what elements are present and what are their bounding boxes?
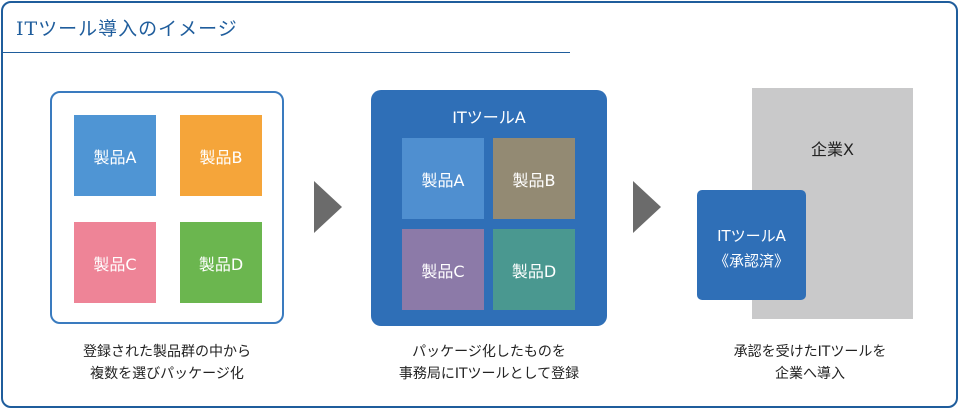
arrow-right-icon	[314, 181, 342, 233]
step3-caption-line2: 企業へ導入	[775, 366, 845, 382]
product-tile-a: 製品A	[74, 115, 156, 196]
step1-caption-line1: 登録された製品群の中から	[83, 344, 251, 360]
step2-caption-line1: パッケージ化したものを	[412, 344, 566, 360]
it-tool-package-panel: ITツールA 製品A 製品B 製品C 製品D	[371, 90, 607, 326]
approved-status: 《承認済》	[713, 252, 789, 270]
step3-caption-line1: 承認を受けたITツールを	[733, 344, 887, 360]
product-group-panel: 製品A 製品B 製品C 製品D	[50, 91, 284, 324]
step3-caption: 承認を受けたITツールを 企業へ導入	[690, 341, 930, 385]
approved-tool-badge: ITツールA 《承認済》	[697, 190, 806, 300]
page-title: ITツール導入のイメージ	[16, 18, 238, 40]
approved-tool-name: ITツールA	[717, 227, 786, 245]
step2-caption: パッケージ化したものを 事務局にITツールとして登録	[356, 341, 622, 385]
product-tile-d: 製品D	[180, 222, 262, 303]
package-title: ITツールA	[452, 108, 526, 127]
step2-caption-line2: 事務局にITツールとして登録	[398, 366, 580, 382]
step1-caption-line2: 複数を選びパッケージ化	[90, 366, 244, 382]
product-tile-b: 製品B	[180, 115, 262, 196]
title-underline	[2, 52, 570, 53]
product-tile-c: 製品C	[74, 222, 156, 303]
package-tile-b: 製品B	[493, 138, 575, 219]
step1-caption: 登録された製品群の中から 複数を選びパッケージ化	[40, 341, 294, 385]
package-tile-a: 製品A	[402, 138, 484, 219]
arrow-right-icon	[633, 181, 661, 233]
package-tile-c: 製品C	[402, 229, 484, 310]
package-tile-d: 製品D	[493, 229, 575, 310]
company-label: 企業X	[811, 140, 854, 159]
